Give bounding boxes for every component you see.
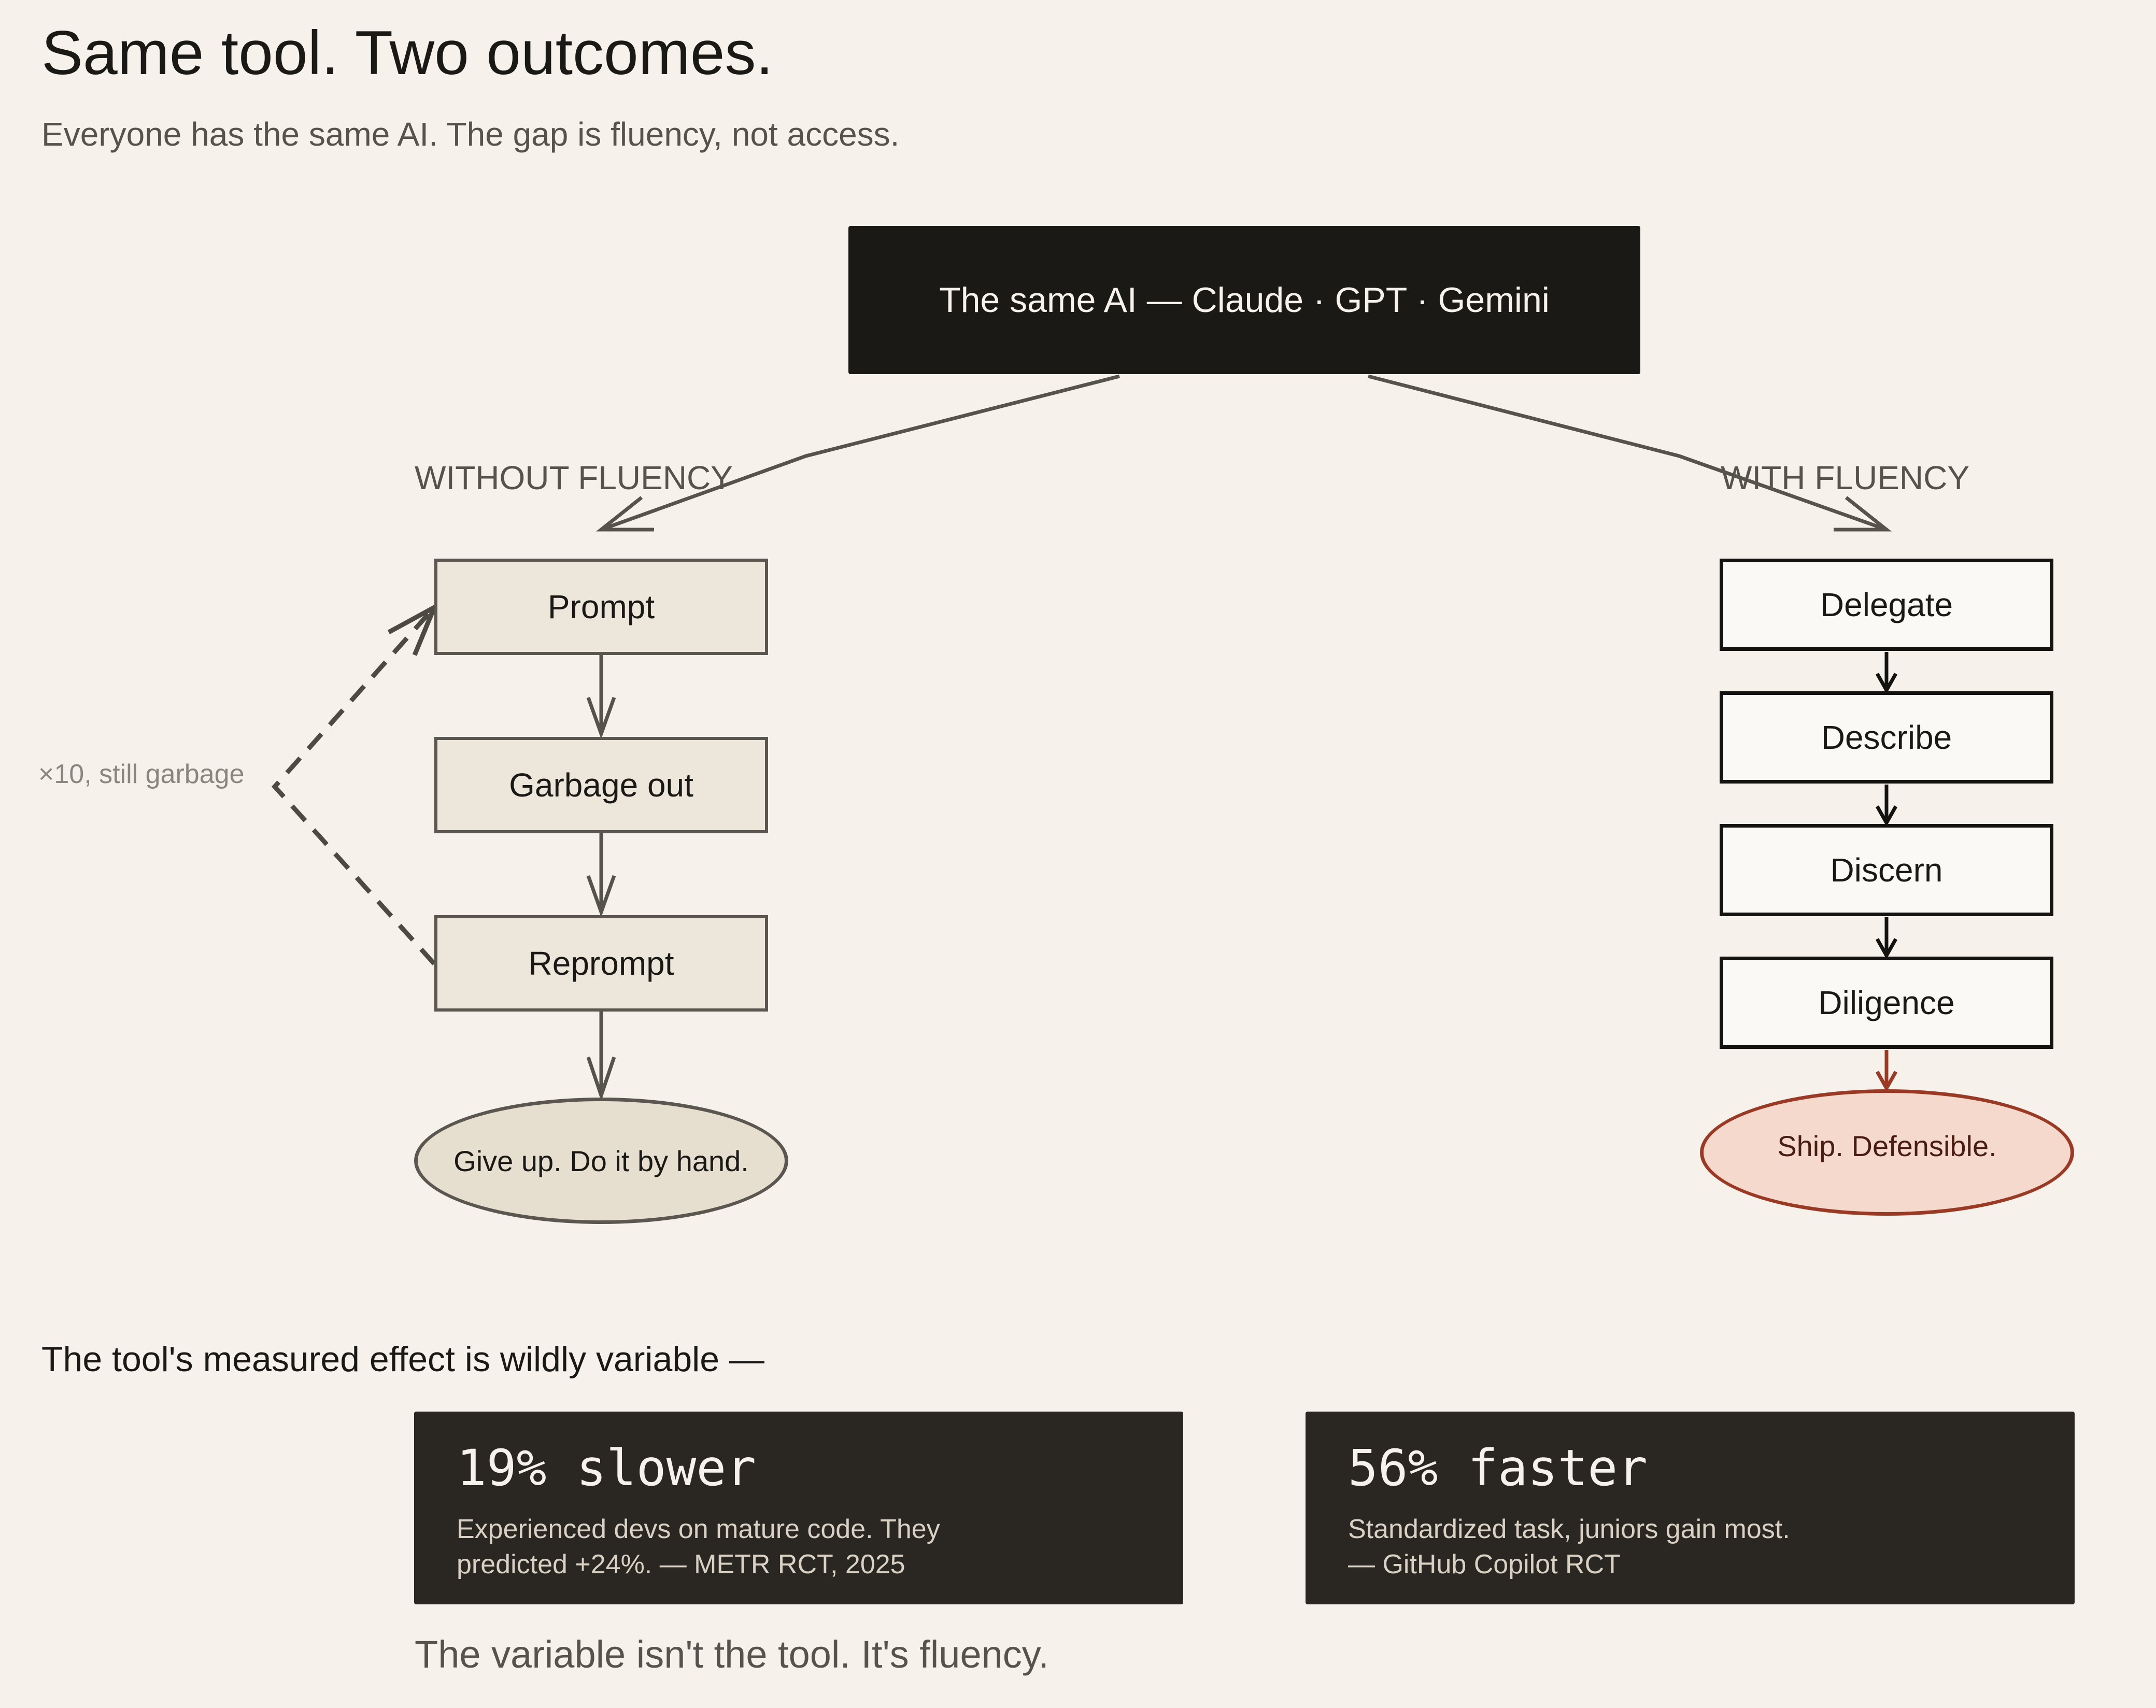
stat-description: Experienced devs on mature code. They pr… [457,1512,1141,1582]
page-title: Same tool. Two outcomes. [41,18,773,88]
source-ai-box: The same AI — Claude · GPT · Gemini [848,226,1640,374]
with-fluency-label: WITH FLUENCY [1721,459,1969,496]
loop-back-arrow [271,606,436,966]
step-discern: Discern [1720,824,2053,916]
stat-description-line: Standardized task, juniors gain most. [1348,1514,1790,1545]
right-step-arrow [1875,917,1898,960]
stat-headline: 19% slower [457,1439,756,1497]
left-step-arrow [586,833,616,918]
step-diligence: Diligence [1720,957,2053,1049]
branch-arrowhead-left [595,496,654,532]
stat-headline: 56% faster [1348,1439,1648,1497]
step-delegate: Delegate [1720,559,2053,651]
stat-description-line: predicted +24%. — METR RCT, 2025 [457,1549,905,1580]
outcome-ship: Ship. Defensible. [1700,1089,2074,1216]
step-reprompt: Reprompt [434,915,768,1012]
loop-note: ×10, still garbage [38,759,245,789]
left-step-arrow [586,655,616,739]
stat-description: Standardized task, juniors gain most. — … [1348,1512,2032,1582]
page-subtitle: Everyone has the same AI. The gap is flu… [41,116,900,153]
evidence-lead: The tool's measured effect is wildly var… [41,1340,764,1379]
right-outcome-arrow [1875,1050,1898,1092]
step-prompt: Prompt [434,559,768,655]
stat-description-line: — GitHub Copilot RCT [1348,1549,1621,1580]
without-fluency-label: WITHOUT FLUENCY [415,459,733,496]
stat-card-slower: 19% slower Experienced devs on mature co… [414,1412,1183,1604]
branch-arrow-right [1368,374,1888,532]
step-garbage-out: Garbage out [434,737,768,833]
conclusion: The variable isn't the tool. It's fluenc… [415,1633,1049,1676]
branch-arrowhead-right [1834,496,1892,532]
branch-arrow-left [600,374,1120,532]
left-step-arrow [586,1012,616,1101]
right-step-arrow [1875,652,1898,694]
outcome-give-up: Give up. Do it by hand. [414,1098,788,1224]
stat-card-faster: 56% faster Standardized task, juniors ga… [1306,1412,2075,1604]
step-describe: Describe [1720,691,2053,784]
stat-description-line: Experienced devs on mature code. They [457,1514,940,1545]
right-step-arrow [1875,785,1898,827]
